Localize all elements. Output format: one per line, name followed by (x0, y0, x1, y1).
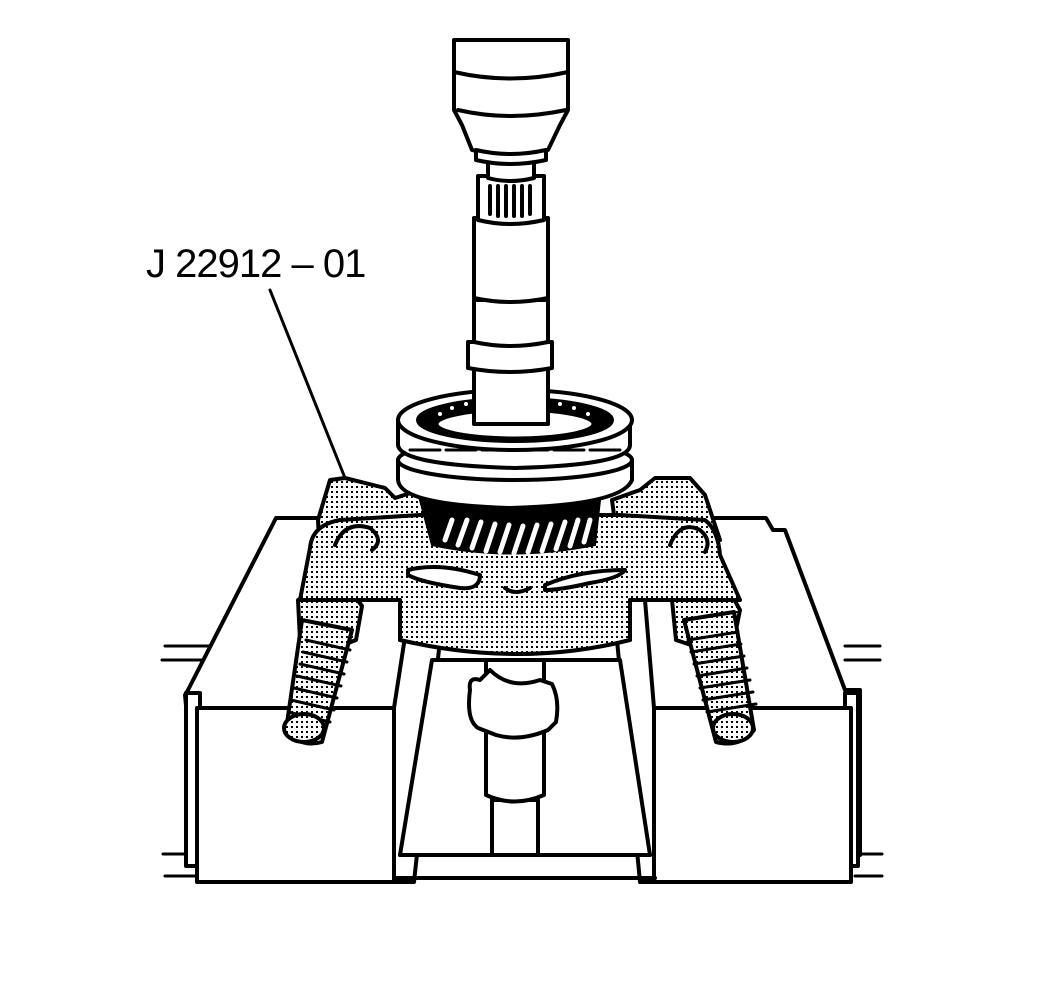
lower-shaft (467, 658, 560, 857)
callout-leader-line (268, 288, 347, 480)
bearing-puller-plate (298, 476, 742, 656)
mainshaft (466, 216, 554, 426)
press-ram (452, 38, 570, 166)
tool-callout-label: J 22912 – 01 (146, 242, 366, 286)
helical-gear (418, 499, 602, 556)
spline-adapter (476, 156, 546, 226)
